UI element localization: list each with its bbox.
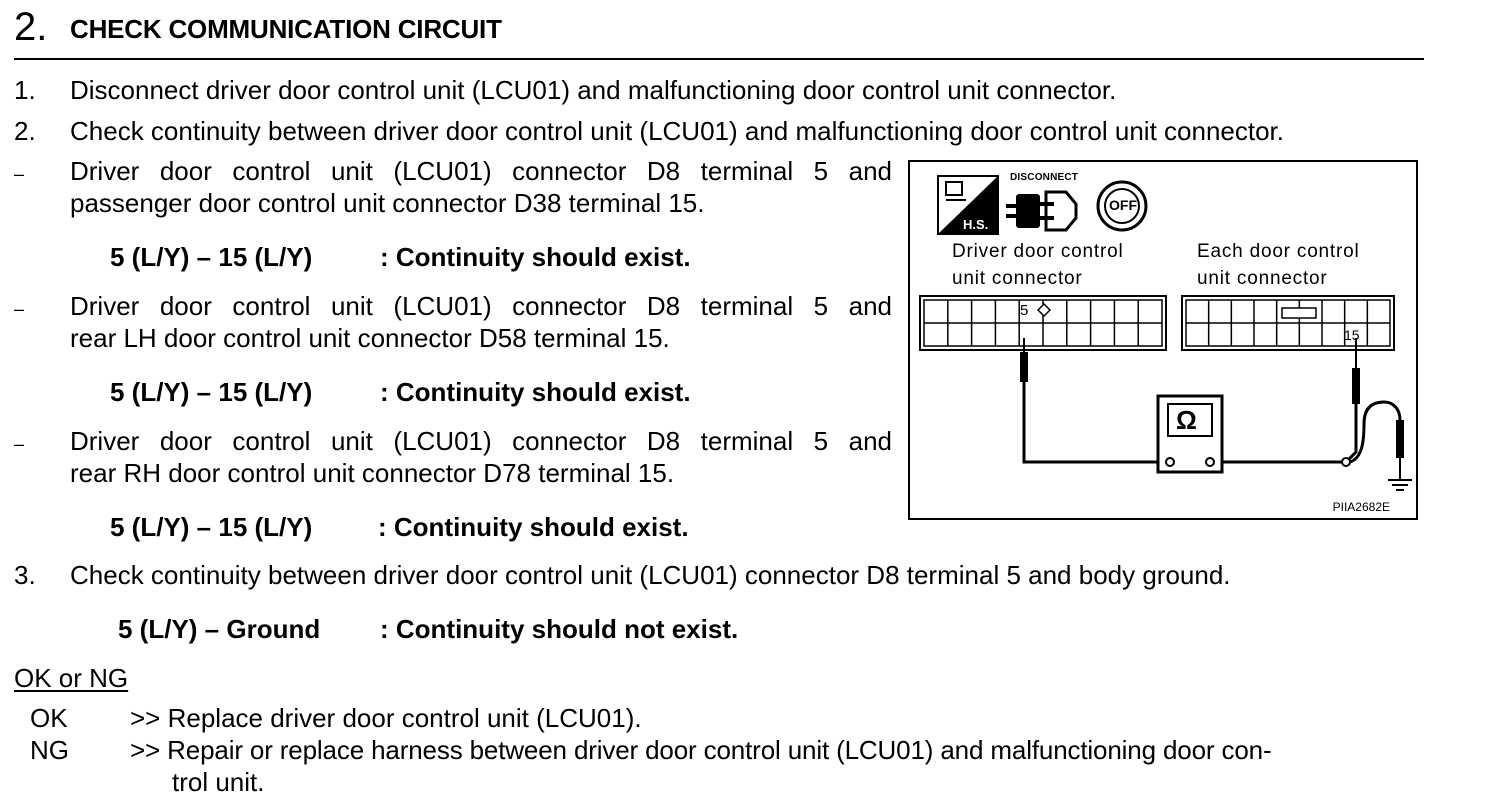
subitem-1-line2: passenger door control unit connector D3… <box>70 188 705 218</box>
each-connector-label-1: Each door control <box>1197 241 1360 262</box>
ng-label: NG <box>30 735 69 765</box>
ohmmeter <box>1156 394 1224 474</box>
item-2-number: 2. <box>14 116 36 146</box>
ng-action-line2: trol unit. <box>172 767 265 797</box>
terminal-15-label: 15 <box>1344 327 1360 343</box>
subitem-1-spec-result: : Continuity should exist. <box>380 242 691 272</box>
driver-probe <box>1020 352 1028 382</box>
driver-connector-label-1: Driver door control <box>952 241 1124 262</box>
subitem-2-spec-terminals: 5 (L/Y) – 15 (L/Y) <box>110 377 313 407</box>
item-2-text: Check continuity between driver door con… <box>70 116 1285 146</box>
ground-spec-terminals: 5 (L/Y) – Ground <box>118 614 321 644</box>
ohm-symbol: Ω <box>1176 405 1197 435</box>
ok-action: >> Replace driver door control unit (LCU… <box>130 703 642 733</box>
title-rule <box>14 58 1424 60</box>
ground-icon <box>1388 479 1412 491</box>
each-probe <box>1352 368 1360 404</box>
ng-action-line1: >> Repair or replace harness between dri… <box>130 735 1272 765</box>
driver-connector-lock <box>1036 302 1052 318</box>
each-lead-wire <box>1210 404 1358 464</box>
driver-connector-label-2: unit connector <box>952 268 1083 289</box>
driver-connector-cells <box>947 300 1139 346</box>
subitem-3-spec-terminals: 5 (L/Y) – 15 (L/Y) <box>110 512 313 542</box>
ignition-off-label: OFF <box>1109 197 1137 213</box>
subitem-1-dash: – <box>14 164 25 184</box>
wire-junction <box>1341 457 1351 467</box>
each-connector-lock <box>1281 307 1317 319</box>
figure-code: PIIA2682E <box>1332 500 1390 514</box>
step-title: CHECK COMMUNICATION CIRCUIT <box>70 14 502 44</box>
item-3-text: Check continuity between driver door con… <box>70 560 1231 590</box>
item-1-text: Disconnect driver door control unit (LCU… <box>70 75 1117 105</box>
circuit-figure: H.S. DISCONNECT OFF Driver door control … <box>908 160 1418 520</box>
subitem-2-line1: Driver door control unit (LCU01) connect… <box>70 291 892 321</box>
result-heading: OK or NG <box>14 663 129 693</box>
subitem-1-spec-terminals: 5 (L/Y) – 15 (L/Y) <box>110 242 313 272</box>
subitem-3-spec-result: : Continuity should exist. <box>378 512 689 542</box>
item-3-number: 3. <box>14 560 36 590</box>
circuit-diagram <box>919 175 1412 491</box>
subitem-2-line2: rear LH door control unit connector D58 … <box>70 323 670 353</box>
driver-lead-wire <box>1022 382 1170 464</box>
subitem-3-line1: Driver door control unit (LCU01) connect… <box>70 426 892 456</box>
ground-probe <box>1396 420 1404 458</box>
each-connector <box>1181 295 1395 351</box>
each-connector-cells <box>1207 300 1369 346</box>
subitem-1-line1: Driver door control unit (LCU01) connect… <box>70 156 892 186</box>
subitem-3-dash: – <box>14 434 25 454</box>
ignition-off-icon <box>1096 180 1148 232</box>
subitem-2-spec-result: : Continuity should exist. <box>380 377 691 407</box>
each-connector-label-2: unit connector <box>1197 268 1328 289</box>
item-1-number: 1. <box>14 75 36 105</box>
subitem-3-line2: rear RH door control unit connector D78 … <box>70 458 675 488</box>
subitem-2-dash: – <box>14 299 25 319</box>
hs-icon-label: H.S. <box>962 217 990 232</box>
disconnect-icon <box>1006 190 1078 232</box>
ok-label: OK <box>30 703 68 733</box>
ground-lead-wire <box>1349 400 1402 464</box>
terminal-5-label: 5 <box>1020 302 1029 319</box>
step-number: 2. <box>14 5 48 49</box>
disconnect-icon-label: DISCONNECT <box>1010 172 1079 183</box>
ground-spec-result: : Continuity should not exist. <box>380 614 739 644</box>
